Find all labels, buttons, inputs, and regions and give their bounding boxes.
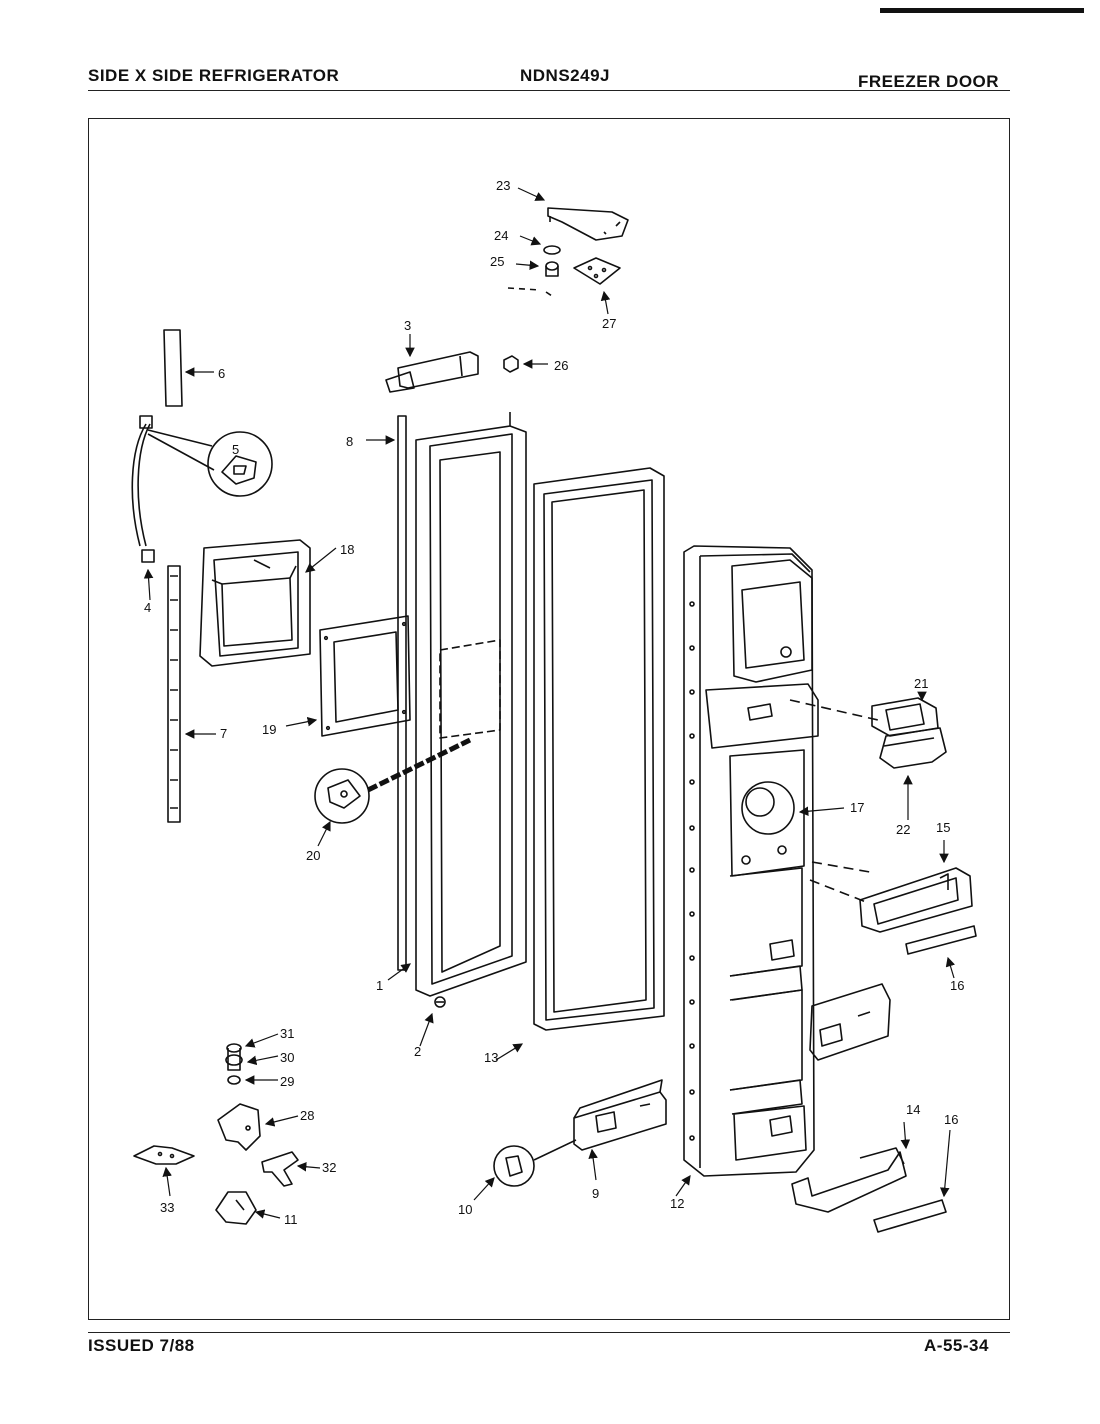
callout-7: 7	[220, 726, 227, 741]
part-rail-clip-detail	[493, 1139, 577, 1187]
part-door-bin-lower	[791, 1147, 907, 1213]
diagram-frame	[88, 118, 1010, 1320]
part-fastener-detail	[314, 737, 472, 824]
callout-13: 13	[484, 1050, 498, 1065]
header-rule	[88, 90, 1010, 91]
callout-20: 20	[306, 848, 320, 863]
part-bin-trim-lower	[873, 1199, 947, 1233]
part-door-liner	[533, 467, 665, 1031]
part-door-shelf-bin	[859, 867, 973, 933]
part-bin-trim-label	[905, 925, 977, 955]
callout-21: 21	[914, 676, 928, 691]
part-screw-stack	[225, 1043, 243, 1085]
header-section-title: FREEZER DOOR	[858, 72, 1000, 91]
part-chute-bracket	[879, 727, 947, 769]
part-inner-door-panel	[683, 545, 879, 1177]
callout-16-upper: 16	[950, 978, 964, 993]
callout-30: 30	[280, 1050, 294, 1065]
callout-11: 11	[284, 1212, 298, 1227]
header-product-type: SIDE X SIDE REFRIGERATOR	[88, 66, 340, 85]
leader-lines	[143, 187, 956, 1219]
callout-labels: 23 24 25 27 3 26 6 5 8 18 4 19 7 20 1 2 …	[144, 178, 964, 1227]
part-connector-detail	[147, 429, 273, 497]
callout-33: 33	[160, 1200, 174, 1215]
part-screw	[434, 996, 446, 1008]
callout-10: 10	[458, 1202, 472, 1217]
part-door-seal-strip	[397, 415, 407, 971]
callout-1: 1	[376, 978, 383, 993]
callout-32: 32	[322, 1160, 336, 1175]
callout-15: 15	[936, 820, 950, 835]
callout-8: 8	[346, 434, 353, 449]
part-dispenser-housing	[199, 539, 311, 667]
callout-23: 23	[496, 178, 510, 193]
footer-issue-date: ISSUED 7/88	[88, 1336, 195, 1355]
part-base-shim	[133, 1145, 195, 1165]
part-hinge-shim	[573, 257, 621, 285]
part-closer-stop	[503, 355, 519, 373]
header-model-number: NDNS249J	[520, 66, 610, 85]
callout-3: 3	[404, 318, 411, 333]
callout-19: 19	[262, 722, 276, 737]
part-wire-harness	[131, 415, 155, 563]
part-dispenser-frame	[319, 615, 411, 737]
callout-28: 28	[300, 1108, 314, 1123]
callout-6: 6	[218, 366, 225, 381]
part-shelf-rail-lower	[573, 1079, 667, 1151]
part-hinge-bushing	[507, 245, 561, 297]
part-outer-door-panel	[415, 412, 527, 997]
callout-14: 14	[906, 1102, 920, 1117]
callout-9: 9	[592, 1186, 599, 1201]
part-lower-hinge-bracket	[217, 1103, 261, 1151]
part-trim-strip-long	[167, 565, 181, 823]
callout-12: 12	[670, 1196, 684, 1211]
callout-18: 18	[340, 542, 354, 557]
callout-16-lower: 16	[944, 1112, 958, 1127]
part-hinge-plate	[261, 1151, 299, 1187]
part-trim-strip-top	[163, 329, 183, 407]
callout-25: 25	[490, 254, 504, 269]
scan-edge-bar	[880, 8, 1084, 13]
callout-17: 17	[850, 800, 864, 815]
footer-rule	[88, 1332, 1010, 1333]
part-door-closer	[385, 351, 479, 393]
callout-24: 24	[494, 228, 508, 243]
callout-31: 31	[280, 1026, 294, 1041]
callout-29: 29	[280, 1074, 294, 1089]
part-hinge-cover	[215, 1191, 257, 1225]
callout-27: 27	[602, 316, 616, 331]
callout-22: 22	[896, 822, 910, 837]
footer-page-code: A-55-34	[924, 1336, 989, 1355]
callout-4: 4	[144, 600, 151, 615]
part-shelf-rail-right	[809, 983, 891, 1061]
callout-5: 5	[232, 442, 239, 457]
callout-26: 26	[554, 358, 568, 373]
part-top-hinge	[547, 207, 629, 241]
callout-2: 2	[414, 1044, 421, 1059]
